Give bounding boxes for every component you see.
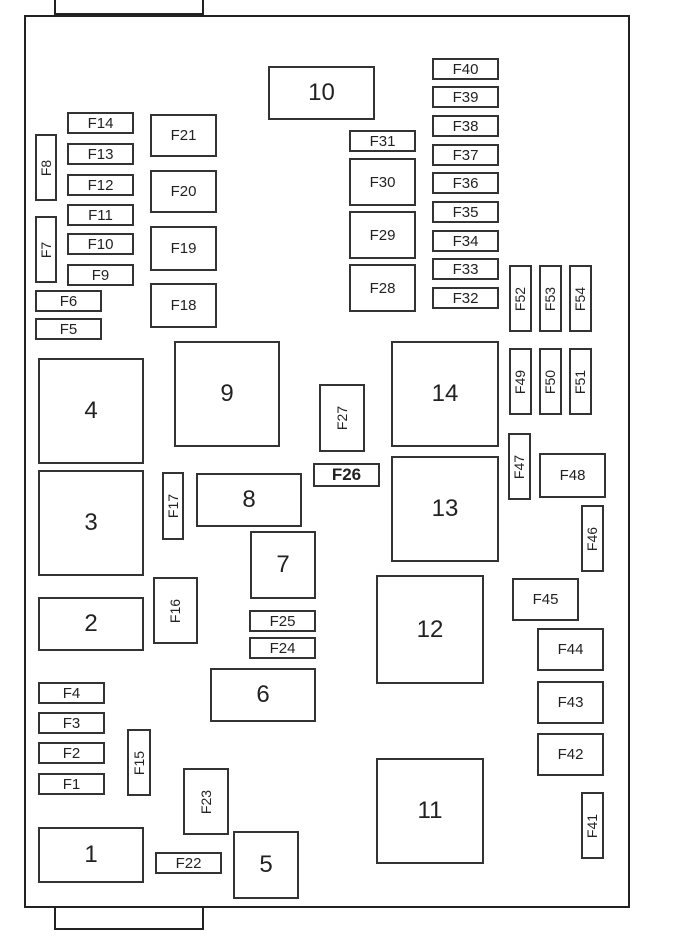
fuse-f21: F21 (150, 114, 217, 157)
fuse-f13: F13 (67, 143, 134, 165)
fuse-f50: F50 (539, 348, 562, 415)
fuse-f35: F35 (432, 201, 499, 223)
relay-11: 11 (376, 758, 484, 864)
fuse-f20: F20 (150, 170, 217, 213)
fuse-f49: F49 (509, 348, 532, 415)
fuse-f2: F2 (38, 742, 105, 764)
fuse-f32: F32 (432, 287, 499, 309)
top-tab (54, 0, 204, 15)
fuse-f18: F18 (150, 283, 217, 328)
fuse-f23: F23 (183, 768, 229, 835)
relay-13: 13 (391, 456, 499, 562)
fuse-f52: F52 (509, 265, 532, 332)
fuse-f38: F38 (432, 115, 499, 137)
relay-7: 7 (250, 531, 316, 599)
fuse-f14: F14 (67, 112, 134, 134)
fuse-f26: F26 (313, 463, 380, 487)
relay-3: 3 (38, 470, 144, 576)
fuse-f3: F3 (38, 712, 105, 734)
fuse-f11: F11 (67, 204, 134, 226)
fuse-f40: F40 (432, 58, 499, 80)
relay-10: 10 (268, 66, 375, 120)
fuse-f36: F36 (432, 172, 499, 194)
fuse-f10: F10 (67, 233, 134, 255)
fuse-f47: F47 (508, 433, 531, 500)
fuse-f15: F15 (127, 729, 151, 796)
fuse-f25: F25 (249, 610, 316, 632)
relay-12: 12 (376, 575, 484, 684)
fuse-f24: F24 (249, 637, 316, 659)
fuse-f6: F6 (35, 290, 102, 312)
fuse-f39: F39 (432, 86, 499, 108)
fuse-f5: F5 (35, 318, 102, 340)
fuse-f9: F9 (67, 264, 134, 286)
relay-1: 1 (38, 827, 144, 883)
fuse-f54: F54 (569, 265, 592, 332)
fuse-f41: F41 (581, 792, 604, 859)
fuse-f33: F33 (432, 258, 499, 280)
fuse-f31: F31 (349, 130, 416, 152)
fuse-f44: F44 (537, 628, 604, 671)
fuse-f7: F7 (35, 216, 57, 283)
fuse-f48: F48 (539, 453, 606, 498)
fuse-f34: F34 (432, 230, 499, 252)
fuse-f46: F46 (581, 505, 604, 572)
fuse-f28: F28 (349, 264, 416, 312)
relay-5: 5 (233, 831, 299, 899)
fuse-f19: F19 (150, 226, 217, 271)
relay-8: 8 (196, 473, 302, 527)
relay-9: 9 (174, 341, 280, 447)
fuse-f51: F51 (569, 348, 592, 415)
fuse-f16: F16 (153, 577, 198, 644)
fuse-f42: F42 (537, 733, 604, 776)
fuse-f4: F4 (38, 682, 105, 704)
bottom-tab (54, 908, 204, 930)
fuse-f1: F1 (38, 773, 105, 795)
fuse-f43: F43 (537, 681, 604, 724)
fuse-f12: F12 (67, 174, 134, 196)
relay-4: 4 (38, 358, 144, 464)
fuse-f22: F22 (155, 852, 222, 874)
fuse-f17: F17 (162, 472, 184, 540)
fuse-f37: F37 (432, 144, 499, 166)
fuse-f8: F8 (35, 134, 57, 201)
fuse-f29: F29 (349, 211, 416, 259)
relay-14: 14 (391, 341, 499, 447)
fuse-f27: F27 (319, 384, 365, 452)
relay-2: 2 (38, 597, 144, 651)
fuse-f53: F53 (539, 265, 562, 332)
relay-6: 6 (210, 668, 316, 722)
fuse-f45: F45 (512, 578, 579, 621)
fuse-f30: F30 (349, 158, 416, 206)
